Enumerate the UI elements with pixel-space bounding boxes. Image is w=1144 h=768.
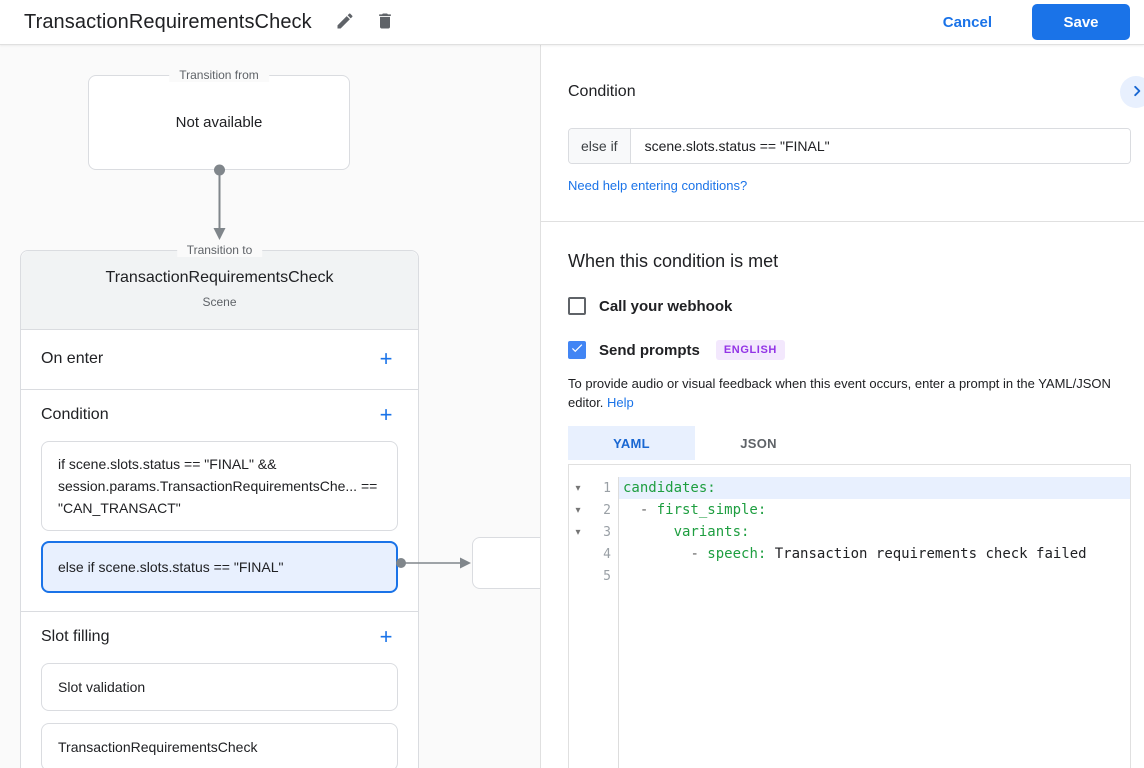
fold-arrow-icon[interactable]: ▾ — [575, 504, 581, 516]
call-webhook-label: Call your webhook — [599, 297, 733, 315]
line-number: 1 — [603, 480, 611, 496]
panel-divider — [541, 221, 1144, 222]
trash-icon — [375, 11, 395, 34]
editor-gutter: ▾1 — [569, 477, 619, 499]
code-token-key: speech: — [707, 546, 767, 562]
save-button[interactable]: Save — [1032, 4, 1130, 40]
line-number: 2 — [603, 502, 611, 518]
add-condition-button[interactable]: + — [374, 403, 398, 427]
editor-gutter: 5 — [569, 565, 619, 587]
editor-line[interactable]: candidates: — [619, 477, 1130, 499]
fold-arrow-icon[interactable]: ▾ — [575, 482, 581, 494]
code-token-key: variants: — [673, 524, 750, 540]
prompt-help-link[interactable]: Help — [607, 395, 634, 410]
editor-line[interactable] — [619, 565, 1130, 587]
code-token-key: candidates: — [623, 480, 716, 496]
condition-help-link[interactable]: Need help entering conditions? — [568, 178, 748, 193]
page-title: TransactionRequirementsCheck — [24, 10, 312, 33]
tab-yaml[interactable]: YAML — [568, 426, 695, 460]
scene-diagram-panel: Transition from Not available Transition… — [0, 45, 540, 768]
code-token-plain — [623, 502, 640, 518]
fold-arrow-icon[interactable]: ▾ — [575, 526, 581, 538]
checkmark-icon — [570, 341, 584, 360]
on-enter-label: On enter — [41, 350, 104, 367]
else-if-prefix: else if — [569, 129, 631, 163]
tab-json[interactable]: JSON — [740, 435, 777, 451]
cancel-button[interactable]: Cancel — [927, 6, 1008, 39]
call-webhook-checkbox[interactable] — [568, 297, 586, 315]
slot-filling-item[interactable]: TransactionRequirementsCheck — [41, 723, 398, 768]
scene-card-subtitle: Scene — [202, 295, 237, 309]
send-prompts-checkbox[interactable] — [568, 341, 586, 359]
editor-gutter: ▾2 — [569, 499, 619, 521]
line-number: 5 — [603, 568, 611, 584]
slot-filling-section-header[interactable]: Slot filling + — [21, 612, 418, 663]
editor-line[interactable]: - speech: Transaction requirements check… — [619, 543, 1130, 565]
slot-filling-label: Slot filling — [41, 628, 110, 645]
edit-title-button[interactable] — [328, 5, 362, 39]
transition-from-content: Not available — [175, 114, 263, 131]
condition-items: if scene.slots.status == "FINAL" && sess… — [21, 441, 418, 593]
code-token-plain: Transaction requirements check failed — [766, 546, 1087, 562]
editor-format-tabs: YAML JSON — [568, 426, 1131, 460]
add-on-enter-button[interactable]: + — [374, 347, 398, 371]
code-token-plain — [623, 546, 690, 562]
add-slot-button[interactable]: + — [374, 625, 398, 649]
plus-icon: + — [379, 624, 393, 649]
section-divider — [21, 611, 418, 612]
editor-gutter: 4 — [569, 543, 619, 565]
slot-filling-item[interactable]: Slot validation — [41, 663, 398, 711]
scene-card-title: TransactionRequirementsCheck — [105, 269, 334, 286]
transition-from-node: Transition from Not available — [88, 68, 350, 170]
plus-icon: + — [379, 402, 393, 427]
app-header: TransactionRequirementsCheck Cancel Save — [0, 0, 1144, 45]
prompt-description: To provide audio or visual feedback when… — [568, 376, 1111, 410]
transition-from-label: Transition from — [169, 68, 269, 82]
code-token-dash: - — [639, 502, 657, 518]
code-token-key: first_simple: — [656, 502, 767, 518]
scene-card-header: TransactionRequirementsCheck Scene — [21, 251, 418, 330]
condition-expression-input[interactable] — [630, 129, 1130, 163]
on-enter-section[interactable]: On enter + — [21, 330, 418, 389]
condition-detail-panel: Condition else if Need help entering con… — [540, 45, 1144, 768]
send-prompts-label: Send prompts — [599, 341, 700, 359]
editor-line[interactable]: variants: — [619, 521, 1130, 543]
editor-line[interactable]: - first_simple: — [619, 499, 1130, 521]
condition-panel-title: Condition — [568, 83, 636, 100]
section-divider — [21, 389, 418, 390]
condition-item[interactable]: if scene.slots.status == "FINAL" && sess… — [41, 441, 398, 531]
condition-item-selected[interactable]: else if scene.slots.status == "FINAL" — [41, 541, 398, 593]
delete-scene-button[interactable] — [368, 5, 402, 39]
editor-empty-area[interactable] — [619, 587, 1130, 768]
editor-gutter — [569, 587, 619, 768]
chevron-right-icon — [1126, 80, 1144, 105]
editor-gutter: ▾3 — [569, 521, 619, 543]
plus-icon: + — [379, 346, 393, 371]
transition-to-label: Transition to — [176, 243, 263, 257]
transition-target-node[interactable] — [472, 537, 540, 589]
condition-section-header[interactable]: Condition + — [21, 390, 418, 441]
line-number: 4 — [603, 546, 611, 562]
condition-section-label: Condition — [41, 406, 109, 423]
pencil-icon — [335, 11, 355, 34]
line-number: 3 — [603, 524, 611, 540]
collapse-panel-button[interactable] — [1120, 76, 1144, 108]
code-token-dash: - — [690, 546, 708, 562]
scene-card: Transition to TransactionRequirementsChe… — [20, 243, 419, 768]
when-met-title: When this condition is met — [568, 251, 779, 271]
condition-expression-row: else if — [568, 128, 1131, 164]
code-token-plain — [623, 524, 674, 540]
language-badge: ENGLISH — [715, 340, 785, 360]
down-arrow-connector — [213, 164, 226, 240]
